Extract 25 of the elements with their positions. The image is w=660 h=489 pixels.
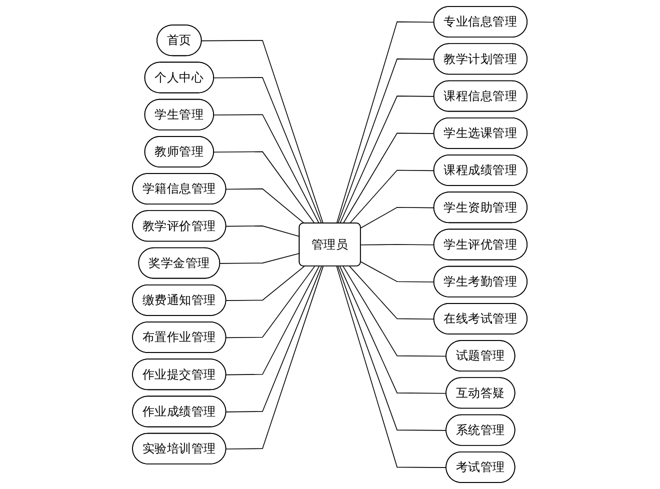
connector <box>214 114 320 224</box>
connector <box>226 266 320 376</box>
connector <box>360 206 435 228</box>
connector <box>338 58 435 224</box>
connector <box>340 96 435 224</box>
connector <box>342 132 435 224</box>
connector <box>220 252 300 264</box>
connector <box>202 40 324 224</box>
connector <box>360 244 435 246</box>
connector <box>226 188 305 224</box>
connector <box>226 226 300 237</box>
connector <box>336 266 448 468</box>
connector <box>226 266 316 338</box>
connector <box>342 266 448 357</box>
connector <box>360 261 435 282</box>
connector <box>338 266 448 431</box>
connector <box>349 266 435 320</box>
connector <box>349 170 435 224</box>
connector <box>214 151 316 224</box>
connector <box>226 266 322 412</box>
connector <box>214 77 322 224</box>
connector <box>336 21 435 224</box>
connector <box>226 266 324 450</box>
connector <box>226 266 305 301</box>
connector <box>340 266 448 394</box>
